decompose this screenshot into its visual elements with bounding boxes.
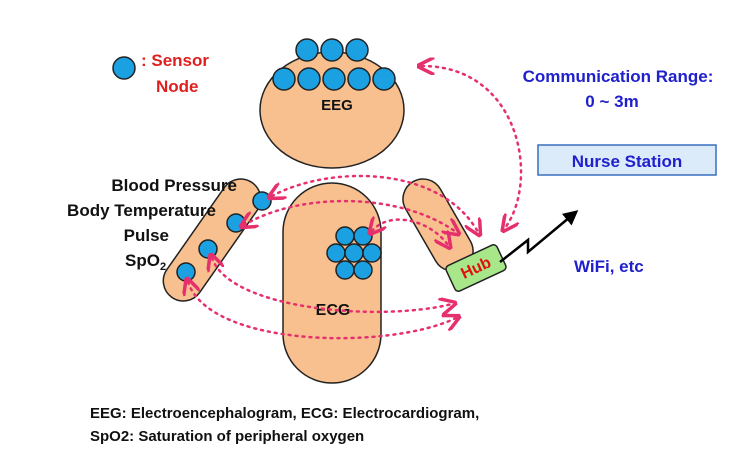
arm-sensor-node [252,191,272,211]
eeg-sensor-node [347,67,371,91]
arm-sensor-node [226,213,246,233]
ecg-sensor-node [353,226,373,246]
range-label-line1: Communication Range: [523,67,714,86]
eeg-sensor-node [345,38,369,62]
arm-sensor-node [198,239,218,259]
link-arm-low-2 [188,282,456,340]
link-head-hub [422,66,523,228]
eeg-sensor-node [322,67,346,91]
eeg-sensor-node [320,38,344,62]
ecg-sensor-node [335,226,355,246]
ecg-sensor-node [344,243,364,263]
nurse-station-box [537,144,717,176]
eeg-sensor-node [297,67,321,91]
ecg-sensor-node [326,243,346,263]
caption-line1: EEG: Electroencephalogram, ECG: Electroc… [90,405,480,422]
wifi-label: WiFi, etc [574,257,644,276]
nurse-station-label: Nurse Station [572,152,683,171]
hub-box [445,244,507,292]
arm-sensor-node [176,262,196,282]
link-ecg-hub [372,220,448,245]
eeg-sensor-node [272,67,296,91]
label-blood-pressure: Blood Pressure [111,176,237,195]
range-label-line2: 0 ~ 3m [585,92,638,111]
communication-links [188,66,523,340]
legend-label-line1: : Sensor [141,51,209,70]
eeg-label: EEG [321,97,353,114]
label-body-temperature: Body Temperature [67,201,216,220]
legend-sensor-icon [112,56,136,80]
caption-line2: SpO2: Saturation of peripheral oxygen [90,428,365,445]
label-spo2: SpO2 [125,251,166,273]
ecg-sensor-node [362,243,382,263]
ecg-sensor-node [353,260,373,280]
wifi-arrow [499,210,579,263]
eeg-sensor-node [295,38,319,62]
torso [282,182,382,384]
eeg-sensor-node [372,67,396,91]
eeg-sensors [272,38,396,91]
spo2-main: SpO [125,251,160,270]
hub: Hub [445,244,507,292]
legend-label-line2: Node [156,77,199,96]
link-arm-top-hub [272,174,478,232]
spo2-subscript: 2 [160,261,166,273]
label-pulse: Pulse [124,226,169,245]
ecg-sensor-node [335,260,355,280]
